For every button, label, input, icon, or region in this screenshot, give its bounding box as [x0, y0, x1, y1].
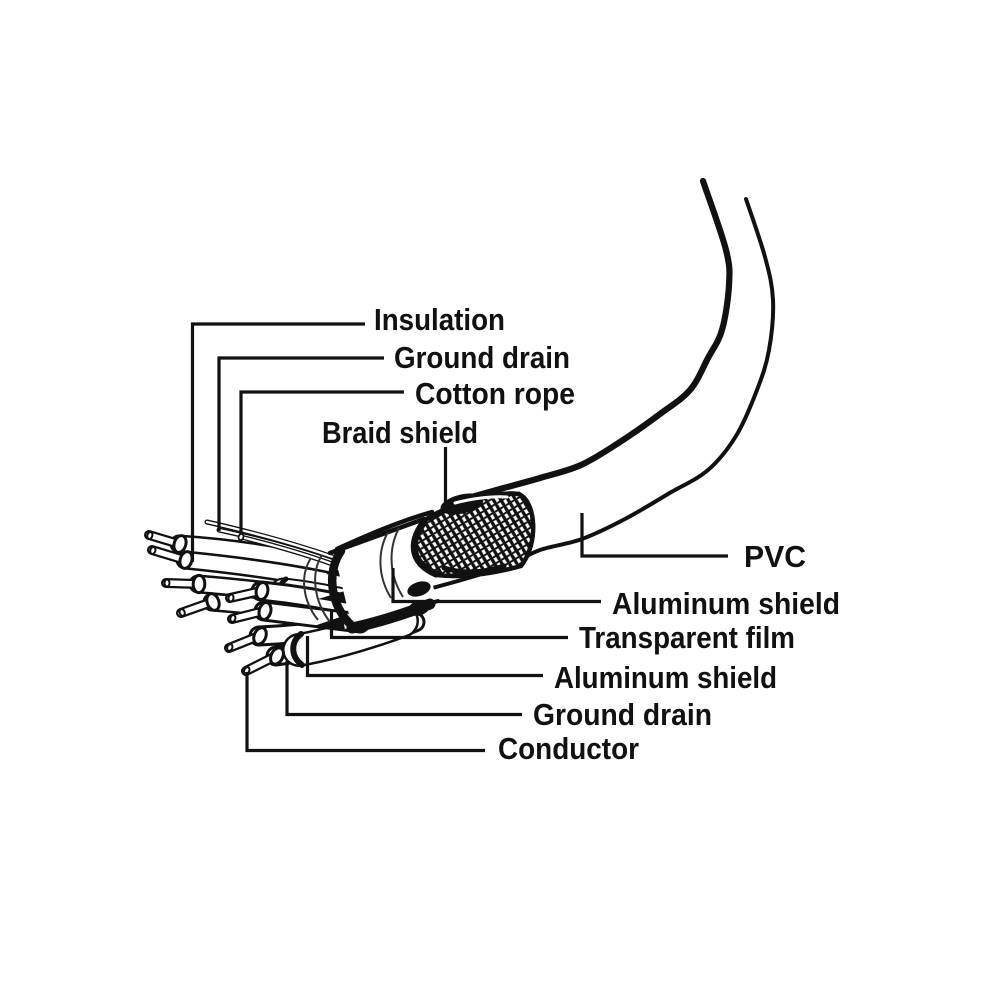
svg-text:Transparent film: Transparent film — [579, 620, 795, 655]
svg-text:Ground drain: Ground drain — [394, 340, 570, 375]
svg-text:Cotton rope: Cotton rope — [415, 376, 575, 411]
svg-text:Aluminum shield: Aluminum shield — [612, 586, 840, 621]
svg-text:Conductor: Conductor — [498, 731, 639, 766]
svg-text:Insulation: Insulation — [374, 302, 505, 337]
svg-text:Braid shield: Braid shield — [322, 415, 478, 450]
svg-text:PVC: PVC — [744, 539, 806, 574]
svg-text:Aluminum shield: Aluminum shield — [554, 660, 777, 695]
svg-text:Ground drain: Ground drain — [533, 697, 712, 732]
